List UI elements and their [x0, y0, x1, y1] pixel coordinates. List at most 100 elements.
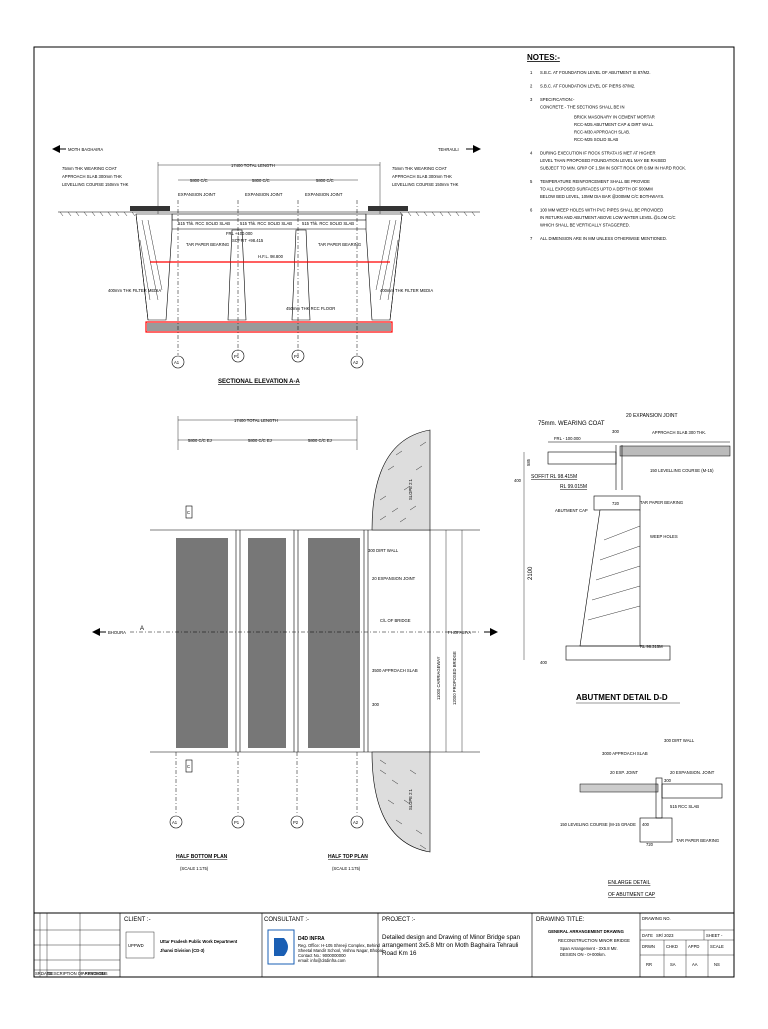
slab-label-2: 515 Thk. RCC SOLID SLAB — [240, 221, 292, 226]
note-line: IN RETURN AND ABUTMENT ABOVE LOW WATER L… — [540, 215, 675, 220]
abut-approach-slab — [619, 445, 731, 457]
enl-approach-slab — [579, 783, 659, 793]
abut-exp: 20 EXPANSION JOINT — [626, 413, 678, 419]
hfl-label: H.F.L. 98.800 — [258, 254, 284, 259]
consultant-label: CONSULTANT :- — [264, 917, 309, 923]
soffit-label: SOFFIT +98.415 — [232, 238, 264, 243]
plan-arrow-right-icon — [490, 628, 498, 636]
elev-axis-a1: A1 — [174, 360, 180, 365]
meta-chkd-val: SA — [670, 962, 676, 967]
meta-appd-val: AA — [692, 962, 698, 967]
pier-p1 — [227, 229, 247, 321]
deck-slab — [171, 213, 367, 221]
note-line: TEMPERATURE REINFORCEMENT SHALL BE PROVI… — [540, 179, 650, 184]
elev-axis-p1: P1 — [234, 354, 240, 359]
plan-left-direction: BHOURA — [108, 630, 126, 635]
abut-cap: ABUTMENT CAP — [555, 508, 588, 513]
elev-left-note-2: APPROACH SLAB 300mm THK — [62, 174, 122, 179]
note-line: ALL DIMENSION ARE IN MM UNLESS OTHERWISE… — [540, 236, 667, 241]
project-text: Detailed design and Drawing of Minor Bri… — [382, 934, 520, 957]
plan-dirt-wall: 300 DIRT WALL — [368, 548, 399, 553]
plan-span-fill-3 — [308, 538, 360, 748]
enl-d515: 515 RCC SLAB — [670, 804, 699, 809]
consultant-name: D4D INFRA — [298, 936, 325, 942]
enl-d300: 300 — [664, 778, 672, 783]
consultant-line-3: Contact No.: 9000000000 — [298, 953, 346, 958]
right-abutment — [365, 213, 403, 321]
abut-levelling: 150 LEVELLING COURSE (M-15) — [650, 468, 714, 473]
half-bottom-plan-title: HALF BOTTOM PLAN — [176, 854, 228, 860]
plan-d300: 300 — [372, 702, 380, 707]
note-line: WHICH SHALL BE VERTICALLY STAGGERED. — [540, 223, 630, 228]
client-label: CLIENT :- — [124, 917, 151, 923]
title-block: SR. DATE DESCRIPTION OF REVISIONS APPROV… — [34, 912, 734, 977]
slope-fill-top — [371, 429, 431, 531]
left-wearing-coat — [130, 206, 170, 211]
note-number: 4 — [530, 151, 533, 156]
note-line: BRICK MASONARY IN CEMENT MORTAR — [574, 115, 655, 120]
bearing-right: TAR PAPER BEARING — [318, 242, 361, 247]
note-line: RCC-M25 SOLID SLAB — [574, 137, 618, 142]
right-wearing-coat — [368, 206, 408, 211]
abut-wearing: 75mm. WEARING COAT — [538, 421, 605, 427]
plan-cut-a: A — [140, 626, 144, 632]
plan-carriageway: 11000 CARRIAGEWAY — [436, 656, 441, 700]
client-division: Jhansi Division (CD-3) — [160, 948, 205, 953]
abut-stem — [579, 509, 641, 647]
elev-span-2: 5800 C/C — [252, 178, 270, 183]
elev-left-note-3: LEVELLING COURSE 150mm THK — [62, 182, 129, 187]
abut-weep: WEEP HOLES — [650, 534, 678, 539]
meta-date-value: SR/ 2023 — [656, 933, 674, 938]
meta-drwn: DRWN — [642, 944, 655, 949]
elev-span-1: 5800 C/C — [190, 178, 208, 183]
abut-soffit: SOFFIT RL 98.415M — [531, 474, 577, 480]
note-line: SPECIFICATION:- — [540, 97, 575, 102]
client-logo — [125, 931, 155, 959]
consultant-line-2: Sheetal Mandir School, Vishnu Nagar, Bho… — [298, 948, 384, 953]
note-line: DURING EXECUTION IF ROCK STRATA IS MET A… — [540, 151, 655, 156]
abut-d400b: 400 — [540, 660, 548, 665]
rev-approved: APPROVED — [82, 971, 105, 976]
plan-axis-p1: P1 — [234, 820, 240, 825]
elev-axis-a2: A2 — [353, 360, 359, 365]
note-line: BELOW BED LEVEL, 10MM DIA BAR @200MM C/C… — [540, 194, 664, 199]
arrow-right-icon — [473, 145, 481, 153]
enl-tar: TAR PAPER BEARING — [676, 838, 719, 843]
rev-sr: SR. — [35, 971, 42, 976]
abut-footing — [565, 645, 671, 661]
plan-axis-a1: A1 — [172, 820, 178, 825]
note-line: S.B.C. AT FOUNDATION LEVEL OF PIERS 87/M… — [540, 84, 635, 89]
note-number: 2 — [530, 84, 533, 89]
enl-title-1: ENLARGE DETAIL — [608, 880, 651, 886]
meta-chkd: CHKD — [666, 944, 678, 949]
drawing-label: DRAWING TITLE: — [536, 917, 585, 923]
elev-left-direction: MOTH BAGHAIRA — [68, 147, 103, 152]
note-number: 6 — [530, 208, 533, 213]
note-line: RCC-M30 APPROACH SLAB. — [574, 130, 630, 135]
plan-cut-c-bottom: C — [187, 764, 190, 769]
drawing-title: GENERAL ARRANGEMENT DRAWING — [548, 929, 624, 934]
enl-approach: 3000 APPROACH SLAB — [602, 751, 648, 756]
elev-span-3: 5800 C/C — [316, 178, 334, 183]
meta-drwn-val: RR — [646, 962, 652, 967]
pier-p2 — [291, 229, 311, 321]
meta-sheet: SHEET - — [706, 933, 723, 938]
enl-title-2: OF ABUTMENT CAP — [608, 892, 656, 898]
slope-top-label: SLOPE 2:1 — [408, 478, 413, 500]
elev-total-length: 17400 TOTAL LENGTH — [231, 163, 275, 168]
abut-approach: APPROACH SLAB 300 THK. — [652, 430, 706, 435]
note-line: CONCRETE - THE SECTIONS SHALL BE IN — [540, 105, 624, 110]
note-number: 3 — [530, 97, 533, 102]
plan-exp-joint: 20 EXPANSION JOINT — [372, 576, 416, 581]
note-line: S.B.C. AT FOUNDATION LEVEL OF ABUTMENT I… — [540, 70, 651, 75]
plan-span-fill-1 — [176, 538, 228, 748]
abut-frl: FRL - 100.000 — [554, 436, 581, 441]
abut-tar: TAR PAPER BEARING — [640, 500, 683, 505]
plan-axis-p2: P2 — [293, 820, 299, 825]
meta-date-label: DATE — [642, 933, 653, 938]
elevation-title: SECTIONAL ELEVATION A-A — [218, 379, 300, 385]
filter-left: 400mm THK FILTER MEDIA — [108, 288, 161, 293]
enl-deck-slab — [661, 783, 723, 799]
